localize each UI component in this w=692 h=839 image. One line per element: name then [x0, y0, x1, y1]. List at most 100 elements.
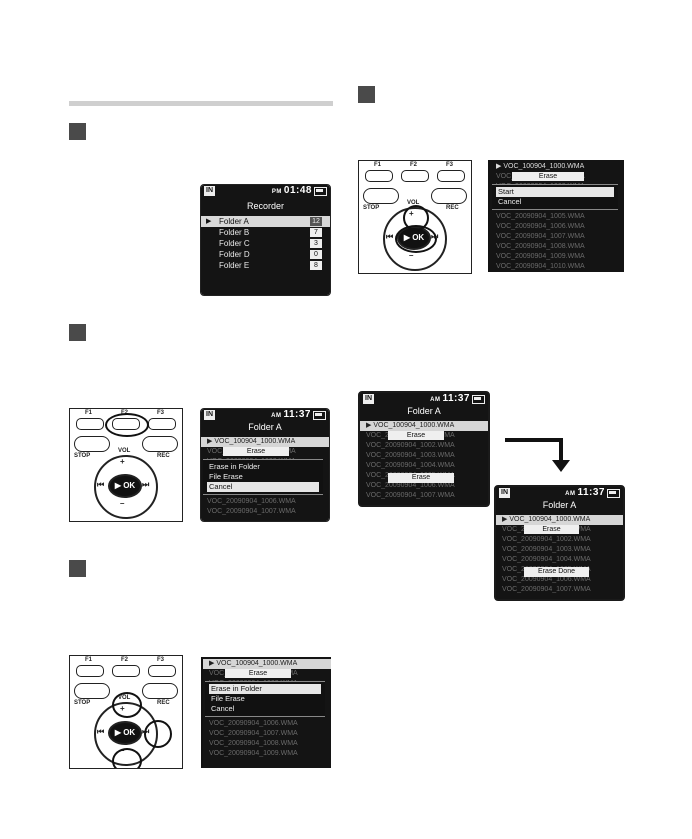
battery-icon	[472, 395, 485, 404]
f2-key[interactable]	[401, 170, 429, 182]
file-row: VOC_20090904_1010.WMA	[496, 263, 585, 270]
f1-label: F1	[85, 410, 93, 416]
rewind-icon[interactable]: ⏮	[97, 480, 105, 489]
file-row: VOC_20090904_1005.WMA	[496, 213, 585, 220]
file-row: VOC_20090904_1002.WMA	[502, 536, 591, 543]
menu-item[interactable]: Erase in Folder	[209, 462, 260, 471]
f2-key[interactable]	[112, 665, 140, 677]
file-row: VOC_20090904_1006.WMA	[209, 720, 298, 727]
f1-key[interactable]	[76, 665, 104, 677]
clock-time: 11:37	[442, 393, 470, 404]
f2-highlight	[105, 413, 149, 437]
vol-plus-highlight	[112, 692, 142, 718]
file-row: VOC_20090904_1007.WMA	[366, 492, 455, 499]
f1-label: F1	[85, 657, 93, 663]
f2-label: F2	[121, 657, 129, 663]
erase-confirm-screen: ▶ VOC_100904_1000.WMAVOC_20090904_1001.W…	[488, 160, 624, 272]
ok-play-button[interactable]: ▶ OK	[108, 721, 142, 745]
rec-button[interactable]	[142, 436, 178, 452]
menu-item[interactable]: Start	[496, 187, 614, 197]
rec-button[interactable]	[142, 683, 178, 699]
file-row: VOC_20090904_1002.WMA	[366, 442, 455, 449]
file-row: VOC_20090904_1007.WMA	[209, 730, 298, 737]
file-row: VOC_20090904_1009.WMA	[209, 750, 298, 757]
folder-name: Folder D	[219, 250, 250, 259]
folder-name: Folder C	[219, 239, 250, 248]
f3-key[interactable]	[148, 665, 176, 677]
menu-item[interactable]: Cancel	[498, 197, 522, 206]
battery-icon	[313, 411, 326, 420]
battery-icon	[607, 489, 620, 498]
file-row-current[interactable]: ▶ VOC_100904_1000.WMA	[496, 163, 585, 170]
f1-key[interactable]	[76, 418, 104, 430]
folder-name: Folder E	[219, 261, 250, 270]
clock-time: 11:37	[577, 487, 605, 498]
stop-button[interactable]	[74, 436, 110, 452]
input-badge: IN	[363, 394, 374, 404]
step-marker-1	[69, 123, 86, 140]
ok-highlight	[395, 225, 437, 253]
file-row: VOC_20090904_1007.WMA	[502, 586, 591, 593]
menu-item[interactable]: Erase in Folder	[209, 684, 321, 694]
rec-label: REC	[446, 205, 459, 211]
step-marker-2	[69, 324, 86, 341]
popup-title: Erase	[225, 669, 291, 678]
play-arrow-icon: ▶	[206, 218, 212, 225]
f3-key[interactable]	[437, 170, 465, 182]
stop-label: STOP	[363, 205, 380, 211]
file-row-current[interactable]: ▶ VOC_100904_1000.WMA	[201, 437, 329, 447]
ok-play-button[interactable]: ▶ OK	[108, 474, 142, 498]
erase-menu-screen-step3: ▶ VOC_100904_1000.WMAVOC_20090904_1001.W…	[201, 657, 331, 768]
folder-row[interactable]: Folder E 8	[201, 260, 330, 271]
f1-label: F1	[374, 162, 382, 168]
clock-period: AM	[565, 491, 576, 497]
file-row-current[interactable]: ▶ VOC_100904_1000.WMA	[203, 659, 331, 669]
file-row: VOC_20090904_1008.WMA	[496, 243, 585, 250]
folder-count-badge: 8	[310, 261, 322, 270]
vol-label: VOL	[407, 200, 420, 206]
fast-forward-icon[interactable]: ⏭	[142, 480, 150, 489]
menu-item[interactable]: Cancel	[207, 482, 319, 492]
clock-time: 11:37	[283, 409, 311, 420]
minus-highlight	[112, 748, 142, 768]
f3-label: F3	[157, 657, 165, 663]
rewind-icon[interactable]: ⏮	[386, 232, 394, 241]
stop-button[interactable]	[74, 683, 110, 699]
file-row: VOC_20090904_1006.WMA	[502, 576, 591, 583]
file-row-current[interactable]: ▶ VOC_100904_1000.WMA	[496, 515, 623, 525]
file-row-current[interactable]: ▶ VOC_100904_1000.WMA	[360, 421, 488, 431]
folder-name: Folder A	[219, 217, 249, 226]
section-rule	[69, 101, 333, 106]
rewind-icon[interactable]: ⏮	[97, 727, 105, 736]
screen-title: Recorder	[246, 201, 284, 211]
fast-forward-highlight	[144, 720, 172, 748]
minus-key[interactable]: –	[409, 251, 414, 260]
f1-key[interactable]	[365, 170, 393, 182]
rec-label: REC	[157, 700, 170, 706]
rec-button[interactable]	[431, 188, 467, 204]
file-row: VOC_20090904_1004.WMA	[502, 556, 591, 563]
menu-item[interactable]: Cancel	[211, 704, 235, 713]
f3-key[interactable]	[148, 418, 176, 430]
menu-item[interactable]: File Erase	[211, 694, 245, 703]
clock-period: AM	[430, 397, 441, 403]
stop-label: STOP	[74, 700, 91, 706]
stop-button[interactable]	[363, 188, 399, 204]
file-row: VOC_20090904_1009.WMA	[496, 253, 585, 260]
minus-key[interactable]: –	[120, 499, 125, 508]
plus-key[interactable]: +	[120, 457, 125, 466]
file-row: VOC_20090904_1008.WMA	[209, 740, 298, 747]
file-row: VOC_20090904_1007.WMA	[496, 233, 585, 240]
menu-item[interactable]: File Erase	[209, 472, 243, 481]
screen-title: Folder A	[248, 422, 282, 432]
